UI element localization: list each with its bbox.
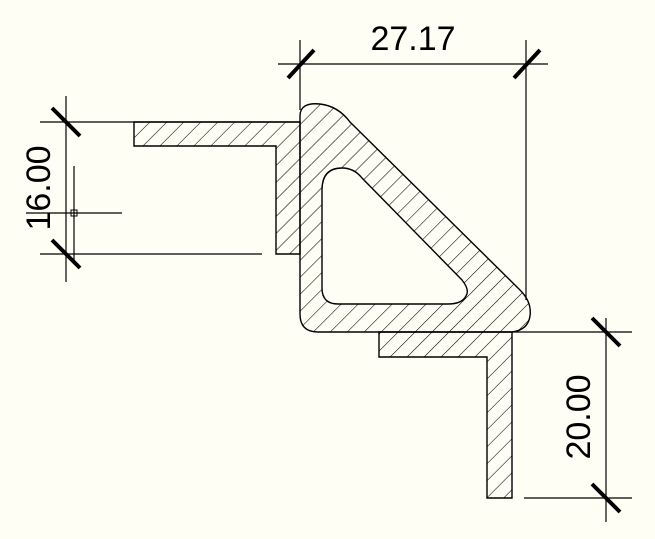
dimension-value-left: 16.00	[20, 145, 58, 230]
dimension-left: 16.00	[20, 96, 300, 282]
dimension-value-right: 20.00	[560, 374, 598, 459]
dimension-value-top: 27.17	[370, 20, 455, 58]
tick-mark	[50, 106, 82, 138]
profile-section	[133, 103, 531, 499]
tick-mark	[590, 482, 622, 514]
center-mark-box	[70, 209, 78, 217]
tick-mark	[286, 48, 316, 80]
dimension-top: 27.17	[278, 20, 548, 300]
tick-mark	[590, 316, 622, 348]
triangular-body	[299, 103, 531, 333]
dimension-right: 20.00	[512, 316, 632, 522]
tick-mark	[50, 238, 82, 270]
tick-mark	[512, 48, 542, 80]
